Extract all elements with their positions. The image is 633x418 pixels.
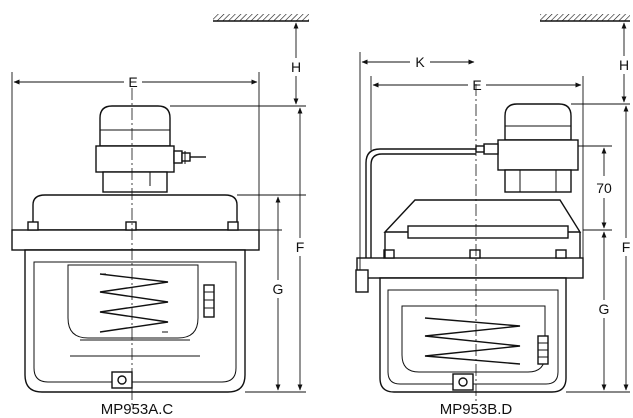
dim-h-b: H (619, 22, 629, 103)
label-f-a: F (296, 239, 305, 255)
dim-h-a: H (291, 22, 301, 105)
label-70-b: 70 (596, 180, 612, 196)
flange-a (11, 229, 260, 251)
dim-70-b: 70 (596, 147, 612, 229)
flange-bolts-a (27, 221, 239, 231)
spring-a (99, 273, 169, 333)
side-bracket-b (355, 269, 369, 293)
dim-e-a: E (11, 72, 260, 232)
scale-b (537, 335, 549, 365)
cable-gland-b (365, 143, 499, 262)
actuator-cap-a (95, 105, 175, 193)
scale-a (203, 284, 215, 318)
label-g-a: G (273, 281, 284, 297)
caption-a: MP953A.C (101, 401, 174, 418)
bottom-nut-a (111, 371, 133, 389)
label-f-b: F (622, 239, 631, 255)
label-h-b: H (619, 57, 629, 73)
figure-b: K E H 70 G (355, 14, 631, 418)
dim-g-a: G (273, 196, 284, 391)
upper-housing-a (32, 194, 238, 231)
dim-k-b: K (359, 52, 475, 270)
ceiling-hatch-b (540, 14, 630, 22)
spring-housing-a (67, 264, 199, 339)
dim-e-b: E (370, 76, 584, 258)
dim-f-a: F (296, 107, 305, 391)
bottom-nut-b (452, 373, 474, 391)
flange-bolts-b (383, 249, 567, 259)
dim-g-b: G (599, 231, 610, 391)
housing-walls-b (384, 232, 581, 258)
label-e-a: E (128, 74, 137, 90)
cable-gland-a (173, 150, 206, 164)
caption-b: MP953B.D (440, 401, 513, 418)
actuator-cap-b (497, 103, 579, 193)
label-g-b: G (599, 301, 610, 317)
spring-b (424, 317, 521, 365)
ceiling-hatch-a (213, 14, 309, 22)
lower-body-a (24, 249, 246, 393)
label-h-a: H (291, 59, 301, 75)
housing-band-b (407, 225, 569, 239)
flange-b (356, 257, 584, 279)
label-e-b: E (472, 77, 481, 93)
figure-a: E H F G MP953A.C (11, 14, 309, 418)
dim-f-b: F (622, 105, 631, 391)
label-k-b: K (415, 54, 425, 70)
